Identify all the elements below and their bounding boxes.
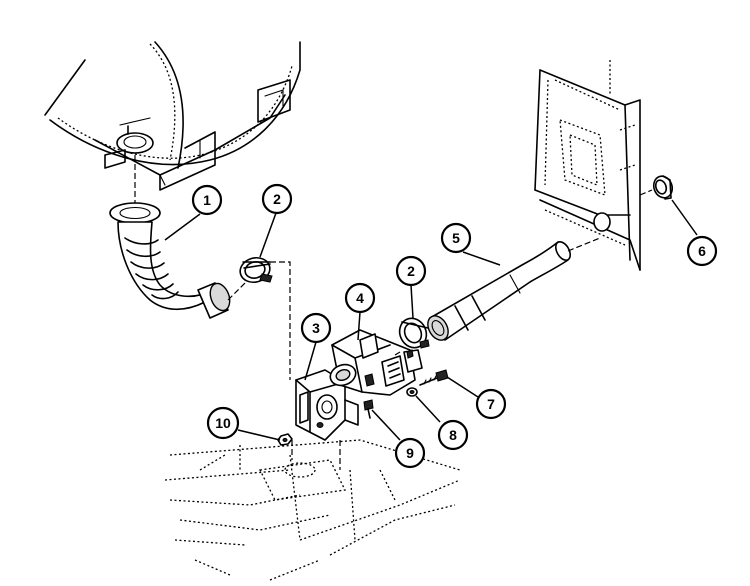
callout-10: 10	[206, 406, 240, 440]
callout-8: 8	[437, 419, 469, 451]
base-frame	[164, 439, 461, 581]
alignment-line	[639, 189, 653, 196]
alignment-line	[227, 282, 246, 301]
callout-9: 9	[394, 437, 426, 469]
leader-line-3	[304, 341, 317, 381]
leader-line-8	[415, 395, 441, 423]
callout-label: 6	[698, 243, 706, 259]
callout-7: 7	[475, 388, 507, 420]
callout-label: 7	[487, 396, 495, 412]
leader-line-1	[164, 213, 201, 241]
alignment-line	[270, 261, 291, 380]
mounting-bracket	[295, 369, 359, 441]
hose-clamp	[239, 256, 273, 284]
leader-line-4	[357, 311, 361, 341]
callout-4: 4	[344, 282, 376, 314]
drain-hose	[109, 202, 231, 319]
callout-label: 3	[312, 320, 320, 336]
callout-2a: 2	[261, 183, 293, 215]
washer	[406, 387, 418, 397]
alignment-line	[394, 351, 401, 356]
leader-line-2b	[410, 284, 414, 319]
callout-1: 1	[191, 184, 223, 216]
callout-label: 1	[203, 192, 211, 208]
callout-label: 8	[449, 427, 457, 443]
alignment-line	[567, 237, 601, 252]
leader-line-5	[462, 251, 501, 266]
leader-line-2a	[259, 212, 277, 258]
callout-3: 3	[300, 312, 332, 344]
drain-pump	[329, 329, 423, 396]
screw	[363, 399, 374, 419]
callout-label: 2	[273, 191, 281, 207]
callout-label: 4	[356, 290, 364, 306]
callout-label: 9	[406, 445, 414, 461]
callout-label: 5	[452, 230, 460, 246]
leader-line-7	[446, 376, 479, 398]
screw	[419, 369, 449, 386]
pump-hose	[427, 241, 572, 341]
leader-line-9	[371, 409, 401, 441]
hose-fitting	[652, 175, 674, 200]
callout-6: 6	[686, 235, 718, 267]
cabinet-wall	[534, 60, 641, 271]
callout-label: 10	[215, 415, 231, 431]
hose-clamp	[398, 317, 430, 349]
callout-label: 2	[407, 263, 415, 279]
leader-line-6	[671, 199, 698, 236]
callout-2b: 2	[395, 255, 427, 287]
tub-housing	[44, 41, 301, 191]
leader-line-10	[237, 429, 281, 441]
callout-5: 5	[440, 222, 472, 254]
